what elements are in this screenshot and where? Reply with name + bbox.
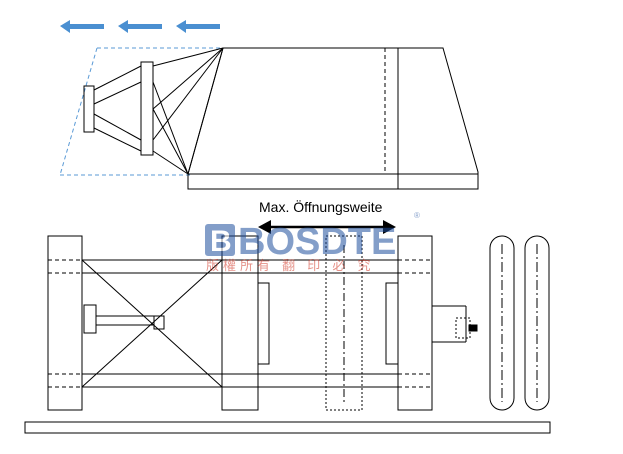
top-view-plate-medium [140, 61, 154, 156]
watermark-registered: ® [414, 211, 420, 220]
top-view-machine [83, 47, 479, 190]
side-view-machine [24, 235, 551, 434]
retracted-position-outline [59, 47, 223, 176]
mould-half-fixed [385, 282, 399, 365]
machine-base [24, 421, 551, 434]
screw-rod-2 [524, 235, 550, 411]
crosshead [153, 315, 165, 330]
motion-arrows [60, 20, 220, 33]
injection-unit [432, 305, 478, 343]
opening-zone [325, 235, 363, 411]
motion-arrow-2 [118, 20, 162, 33]
injection-nozzle [455, 317, 471, 339]
rear-platen [47, 235, 83, 411]
dimension-arrowhead-right [383, 220, 396, 234]
tie-bars [48, 259, 432, 388]
motion-arrow-3 [176, 20, 220, 33]
dimension-arrowhead-left [258, 220, 271, 234]
opening-width-label: Max. Öffnungsweite [259, 198, 383, 215]
watermark-subtitle: 版權所有 翻 印 必 究 [206, 259, 375, 274]
svg-text:B: B [210, 225, 232, 258]
opening-width-dimension [258, 220, 396, 234]
fixed-platen [397, 235, 433, 411]
brand-watermark: B BOSDTE ® 版權所有 翻 印 必 究 [205, 211, 420, 274]
mould-half-moving [257, 282, 270, 365]
watermark-logo: B [205, 224, 235, 258]
injection-nozzle-tip [468, 324, 478, 332]
clamp-cylinder [83, 304, 97, 334]
top-view-housing [187, 47, 479, 190]
toggle-linkage [81, 259, 223, 388]
top-view-plate-small [83, 85, 95, 133]
motion-arrow-1 [60, 20, 104, 33]
screw-rod-1 [489, 235, 515, 411]
watermark-brand: BOSDTE [238, 221, 396, 263]
screw-rods [489, 235, 550, 411]
